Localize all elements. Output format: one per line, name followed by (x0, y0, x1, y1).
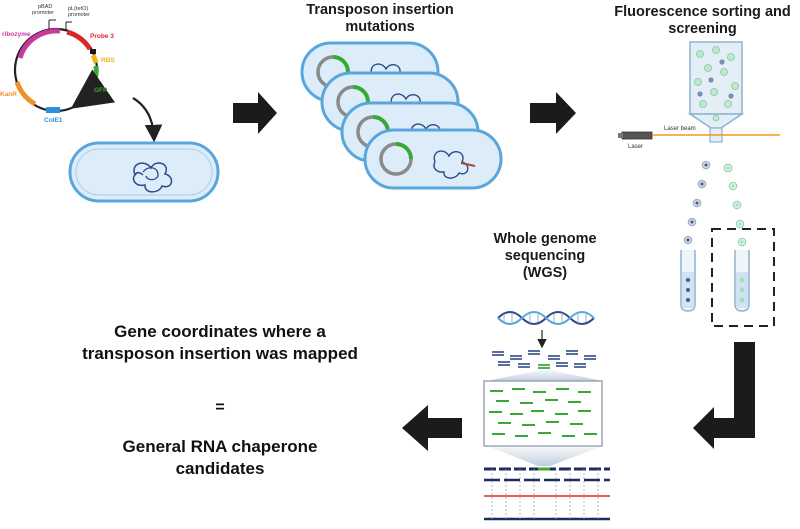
transposon-title: Transposon insertion mutations (306, 2, 454, 36)
mutant-cell (363, 128, 503, 190)
dna-fragments (492, 350, 596, 368)
sorted-droplets (683, 160, 747, 247)
selection-box (711, 228, 775, 327)
step-arrow-3 (693, 342, 755, 449)
mutant-cell-stack (300, 41, 503, 190)
result-line-1: Gene coordinates where a (114, 322, 326, 341)
probe-label: Probe 3 (90, 33, 114, 40)
wgs-title-line-1: Whole genome (493, 231, 597, 247)
rbs-arc (90, 53, 99, 64)
read-alignment-panel (483, 380, 603, 447)
fluorescence-title: Fluorescence sorting and screening (614, 4, 791, 38)
genome-dna (497, 311, 595, 325)
gfp-label: GFP (94, 87, 108, 94)
zoom-funnel-top (487, 370, 602, 381)
cole1-label: ColE1 (44, 117, 63, 124)
kanr-label: KanR (0, 91, 17, 98)
wgs-title-line-2: sequencing (504, 248, 586, 265)
rbs-label: RBS (101, 57, 115, 64)
collection-tube-positive (734, 250, 750, 312)
conclusion-line-2: candidates (175, 459, 265, 479)
laser-label: Laser (628, 144, 643, 150)
step-arrow-2 (530, 92, 576, 134)
ribozyme-arc (17, 28, 61, 59)
curved-arrow (132, 97, 163, 143)
gfp-arc (70, 65, 116, 109)
probe-arc (66, 29, 93, 51)
laser-beam-label: Laser beam (664, 126, 696, 132)
result-line-2: transposon insertion was mapped (82, 344, 358, 364)
sorter-apparatus (687, 41, 745, 143)
wgs-title-line-3: (WGS) (522, 265, 568, 282)
step-arrow-4 (402, 405, 462, 451)
cole1-segment (46, 107, 60, 113)
conclusion-statement: General RNA chaperone candidates (55, 436, 385, 480)
equals-sign: = (215, 399, 225, 416)
result-statement: Gene coordinates where a transposon inse… (55, 321, 385, 365)
zoom-funnel-bottom (487, 446, 602, 466)
kanr-arc (14, 81, 37, 107)
genome-map (484, 467, 610, 521)
ribozyme-label: ribozyme (2, 31, 31, 38)
pltet-label: pL(tetO)promoter (68, 6, 90, 18)
collection-tube-negative (680, 250, 696, 312)
conclusion-line-1: General RNA chaperone (122, 437, 318, 456)
wgs-title: Whole genome sequencing (WGS) (470, 231, 620, 282)
step-arrow-1 (233, 92, 277, 134)
bacterial-cell (68, 141, 220, 203)
laser: Laser beam Laser (618, 126, 780, 150)
